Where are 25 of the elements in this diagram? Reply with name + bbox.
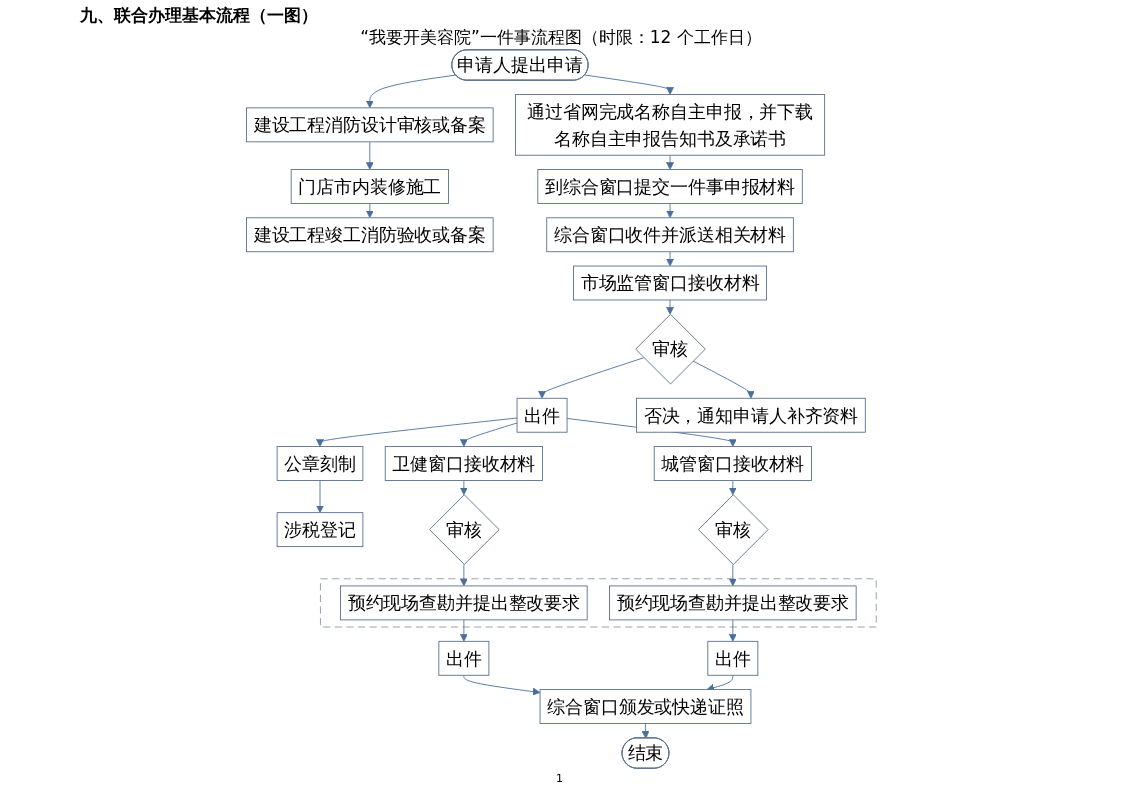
page-number: 1 <box>556 772 563 785</box>
node-box: 建设工程消防设计审核或备案 <box>245 107 494 143</box>
node-box: 出件 <box>707 640 758 676</box>
node-box: 到综合窗口提交一件事申报材料 <box>537 169 803 204</box>
node-diamond: 审核 <box>428 494 500 565</box>
node-box: 涉税登记 <box>276 512 363 548</box>
node-box: 公章刻制 <box>276 446 363 481</box>
node-box: 综合窗口收件并派送相关材料 <box>545 217 794 253</box>
node-box: 否决，通知申请人补齐资料 <box>635 397 866 433</box>
node-box: 出件 <box>438 640 489 676</box>
node-box: 预约现场查勘并提出整改要求 <box>339 585 588 621</box>
node-box: 城管窗口接收材料 <box>653 446 812 481</box>
node-box: 市场监管窗口接收材料 <box>572 265 767 301</box>
node-box: 卫健窗口接收材料 <box>384 446 543 481</box>
node-box: 通过省网完成名称自主申报，并下载名称自主申报告知书及承诺书 <box>514 94 825 156</box>
node-box: 预约现场查勘并提出整改要求 <box>608 585 857 621</box>
cluster <box>319 578 877 628</box>
page-heading: 九、联合办理基本流程（一图） <box>80 4 319 26</box>
node-box: 门店市内装修施工 <box>290 169 449 204</box>
node-diamond: 审核 <box>697 494 769 565</box>
node-box: 出件 <box>516 397 568 433</box>
node-diamond: 审核 <box>634 313 706 385</box>
chart-title: “我要开美容院”一件事流程图（时限：12 个工作日） <box>359 26 763 48</box>
node-box: 建设工程竣工消防验收或备案 <box>245 217 494 253</box>
node-box: 综合窗口颁发或快递证照 <box>539 689 751 724</box>
